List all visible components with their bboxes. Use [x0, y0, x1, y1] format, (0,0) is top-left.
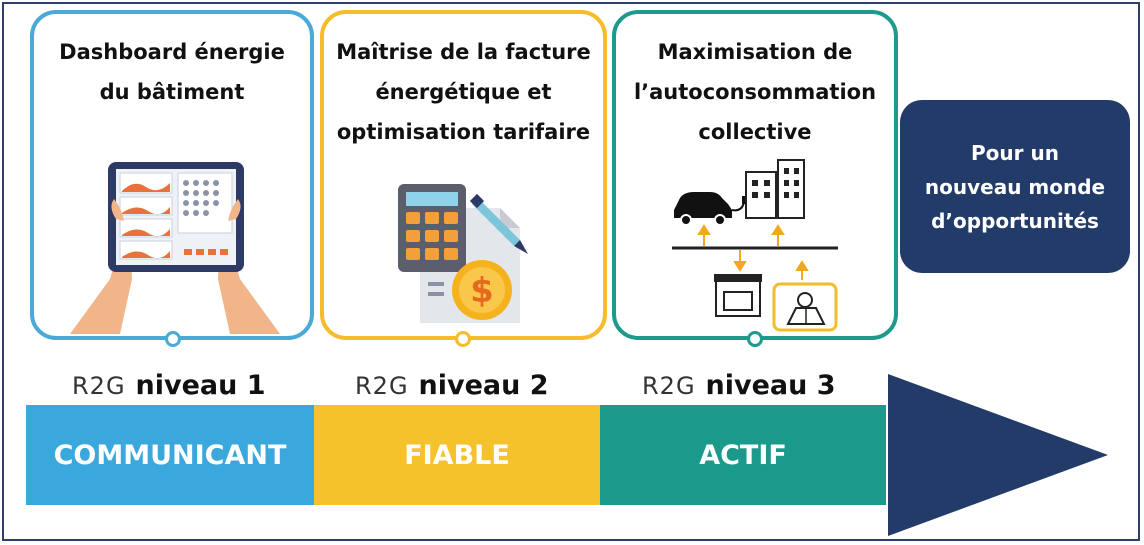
card-autoconsommation: Maximisation de l’autoconsommation colle…: [612, 10, 898, 347]
level-name: niveau 2: [418, 370, 549, 401]
level-bar-communicant: COMMUNICANT: [26, 405, 314, 505]
card-connector: [455, 331, 471, 347]
card-title-autoconsommation: Maximisation de l’autoconsommation colle…: [633, 40, 877, 144]
level-bar-fiable: FIABLE: [314, 405, 600, 505]
r2g-logo: R2G: [642, 372, 696, 400]
r2g-logo: R2G: [355, 372, 409, 400]
energy-community-icon: [672, 159, 838, 332]
svg-text:$: $: [470, 271, 494, 311]
progress-arrow-icon: [888, 374, 1108, 536]
level-label-2: R2G niveau 2: [355, 370, 549, 406]
calculator-bill-icon: $: [398, 184, 528, 323]
r2g-logo: R2G: [72, 372, 126, 400]
bar-label: FIABLE: [404, 439, 510, 471]
level-label-1: R2G niveau 1: [72, 370, 266, 406]
level-label-3: R2G niveau 3: [642, 370, 836, 406]
bar-label: COMMUNICANT: [53, 439, 287, 471]
card-facture: Maîtrise de la facture énergétique et op…: [320, 10, 607, 347]
bar-label: ACTIF: [699, 439, 787, 471]
level-bar-actif: ACTIF: [600, 405, 886, 505]
level-name: niveau 3: [705, 370, 836, 401]
opportunities-box: Pour un nouveau monde d’opportunités: [900, 100, 1130, 273]
card-title-facture: Maîtrise de la facture énergétique et op…: [336, 40, 591, 144]
tablet-dashboard-icon: [70, 162, 280, 334]
level-name: niveau 1: [135, 370, 266, 401]
card-title-dashboard: Dashboard énergie du bâtiment: [59, 40, 285, 104]
card-connector: [747, 331, 763, 347]
card-dashboard: Dashboard énergie du bâtiment: [30, 10, 314, 347]
card-connector: [165, 331, 181, 347]
